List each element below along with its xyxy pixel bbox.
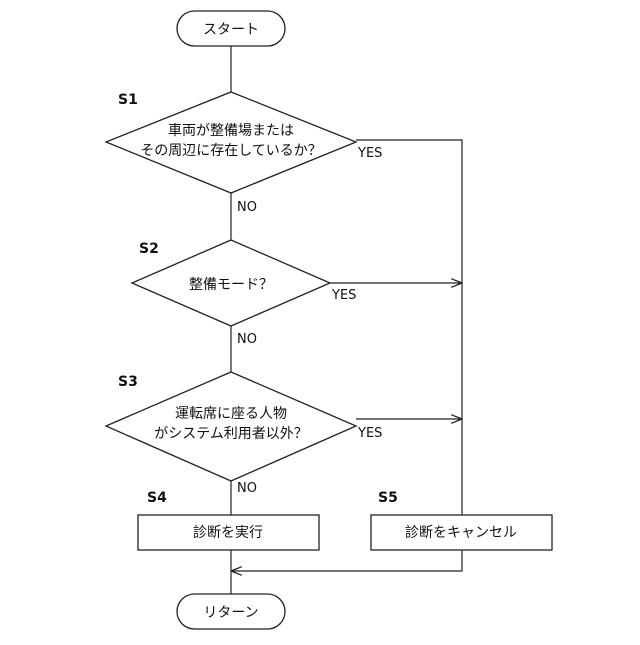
s1-text-line1: 車両が整備場または xyxy=(168,122,294,139)
connector-s5-return xyxy=(231,550,462,571)
s3-text-line1: 運転席に座る人物 xyxy=(175,406,287,422)
s3-yes-label: YES xyxy=(357,426,382,441)
s4-step-label: S4 xyxy=(147,490,167,506)
connector-s1-yes xyxy=(356,140,462,515)
s5-label: 診断をキャンセル xyxy=(405,525,517,541)
s3-no-label: NO xyxy=(237,481,257,496)
s2-no-label: NO xyxy=(237,332,257,347)
s1-no-label: NO xyxy=(237,200,257,215)
s5-step-label: S5 xyxy=(378,490,398,506)
s1-yes-label: YES xyxy=(357,146,382,161)
s3-text-line2: がシステム利用者以外？ xyxy=(154,426,308,442)
s2-step-label: S2 xyxy=(139,241,159,257)
start-label: スタート xyxy=(203,22,259,38)
s3-step-label: S3 xyxy=(118,374,138,390)
s2-yes-label: YES xyxy=(331,288,356,303)
end-label: リターン xyxy=(203,605,258,621)
s4-label: 診断を実行 xyxy=(193,525,263,541)
s2-text-line1: 整備モード？ xyxy=(189,277,273,293)
s1-step-label: S1 xyxy=(118,92,138,108)
s1-text-line2: その周辺に存在しているか？ xyxy=(140,143,322,159)
